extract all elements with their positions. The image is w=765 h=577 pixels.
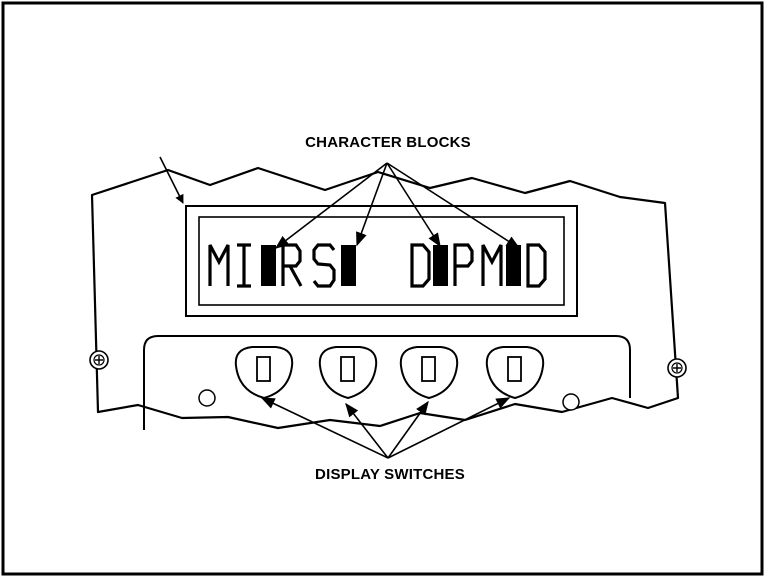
display-window — [198, 216, 565, 306]
character-blocks-label: CHARACTER BLOCKS — [305, 134, 471, 151]
panel-leader-line — [159, 156, 184, 204]
panel-hole-left — [198, 389, 216, 407]
display-switch-1[interactable] — [234, 346, 294, 400]
display-switches-leaders — [260, 397, 511, 459]
display-switch-3[interactable] — [399, 346, 459, 400]
switch-housing — [143, 335, 631, 430]
display-switch-4[interactable] — [485, 346, 545, 400]
display-switches-label: DISPLAY SWITCHES — [315, 466, 465, 483]
display-readout — [208, 243, 547, 288]
phillips-screw-icon — [89, 350, 109, 370]
panel-hole-right — [562, 393, 580, 411]
character-blocks-leaders — [274, 162, 521, 249]
display-switch-2[interactable] — [318, 346, 378, 400]
phillips-screw-icon — [667, 358, 687, 378]
